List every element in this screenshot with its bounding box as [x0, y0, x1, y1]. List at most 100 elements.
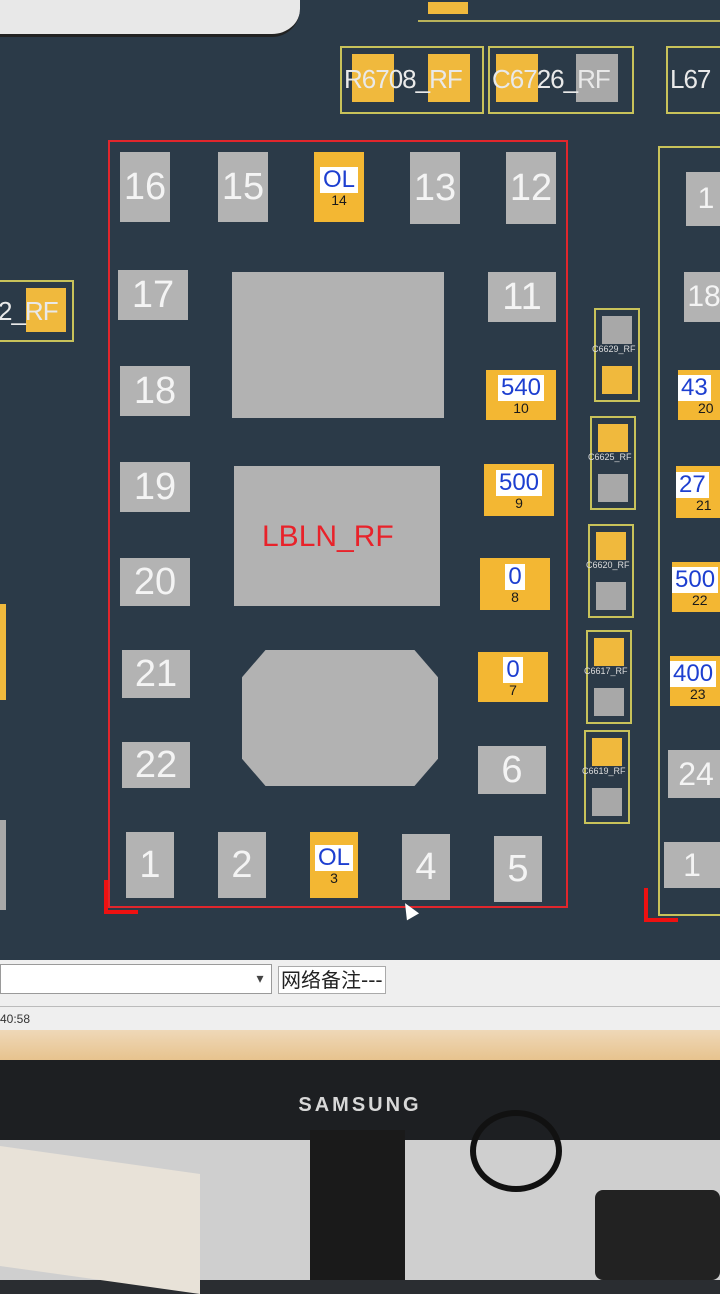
center-pad-top — [232, 272, 444, 418]
pad — [596, 532, 626, 560]
cable — [470, 1110, 562, 1192]
pcb-viewer-canvas[interactable]: R6708_RF C6726_RF L67 2_RF 16 15 OL 14 1… — [0, 0, 720, 1060]
pad — [352, 54, 394, 102]
component-r6708[interactable]: R6708_RF — [340, 46, 484, 114]
status-time: 40:58 — [0, 1012, 31, 1026]
pin-value: 500 — [672, 566, 719, 593]
ref-label: C6726_RF — [492, 64, 611, 94]
ref-label: C6625_RF — [588, 452, 632, 462]
ref-label: C6629_RF — [592, 344, 636, 354]
pin-value: 27 — [676, 471, 709, 498]
corner-marker — [104, 880, 138, 914]
pin-2[interactable]: 2 — [218, 832, 266, 898]
pad — [602, 366, 632, 394]
pin-3[interactable]: OL 3 — [310, 832, 358, 898]
ref-label: L67 — [670, 64, 711, 94]
ref-label: R6708_RF — [344, 64, 463, 94]
lbln-component-outline[interactable] — [108, 140, 568, 908]
pad — [594, 688, 624, 716]
pin-value: 43 — [678, 374, 711, 401]
pin-number: 7 — [509, 681, 517, 698]
net-select[interactable]: ▾ — [0, 964, 272, 994]
screen-bottom-glow — [0, 1030, 720, 1060]
component-l67[interactable]: L67 — [666, 46, 720, 114]
monitor-stand — [310, 1130, 405, 1280]
pin-value: 500 — [495, 469, 543, 496]
pad — [496, 54, 538, 102]
component-c6625[interactable]: C6625_RF — [588, 416, 636, 510]
pad — [0, 604, 6, 700]
pad — [428, 54, 470, 102]
pin-12[interactable]: 12 — [506, 152, 556, 224]
net-note-field[interactable]: 网络备注--- — [278, 966, 386, 994]
pad — [26, 288, 66, 332]
pad — [602, 316, 632, 344]
ref-label: 2_RF — [0, 296, 59, 326]
pin-18[interactable]: 18 — [120, 366, 190, 416]
desk-device — [595, 1190, 720, 1280]
pin-9[interactable]: 500 9 — [484, 464, 554, 516]
ref-label: C6620_RF — [586, 560, 630, 570]
component-right-partial[interactable] — [658, 146, 720, 916]
pin-number: 9 — [515, 494, 523, 511]
pin-number: 21 — [696, 496, 712, 513]
top-component-strip — [418, 0, 720, 22]
pin-20[interactable]: 20 — [120, 558, 190, 606]
pin-1[interactable]: 1 — [126, 832, 174, 898]
pin-16[interactable]: 16 — [120, 152, 170, 222]
chevron-down-icon[interactable]: ▾ — [256, 970, 264, 986]
pin-5[interactable]: 5 — [494, 836, 542, 902]
right-pin[interactable]: 1 — [686, 172, 720, 226]
right-pin[interactable]: 43 20 — [678, 370, 720, 420]
monitor-bezel — [0, 1060, 720, 1140]
component-c6617[interactable]: C6617_RF — [584, 630, 632, 724]
pin-17[interactable]: 17 — [118, 270, 188, 320]
pin-22[interactable]: 22 — [122, 742, 190, 788]
pin-value: 0 — [505, 563, 525, 590]
pin-13[interactable]: 13 — [410, 152, 460, 224]
center-pad-middle — [234, 466, 440, 606]
window-top-edge — [0, 0, 300, 37]
pad — [596, 582, 626, 610]
pin-number: 3 — [330, 869, 338, 886]
pin-7[interactable]: 0 7 — [478, 652, 548, 702]
right-pin[interactable]: 500 22 — [672, 562, 720, 612]
pin-4[interactable]: 4 — [402, 834, 450, 900]
pin-number: 23 — [690, 685, 706, 702]
pad — [428, 2, 468, 14]
pin-8[interactable]: 0 8 — [480, 558, 550, 610]
pin-value: 540 — [497, 374, 545, 401]
pin-value: OL — [319, 166, 358, 193]
pin-number: 14 — [331, 191, 347, 208]
pin-14[interactable]: OL 14 — [314, 152, 364, 222]
pin-6[interactable]: 6 — [478, 746, 546, 794]
pad — [576, 54, 618, 102]
component-left-partial[interactable]: 2_RF — [0, 280, 74, 342]
pin-number: 10 — [513, 399, 529, 416]
pin-10[interactable]: 540 10 — [486, 370, 556, 420]
component-c6629[interactable]: C6629_RF — [592, 308, 640, 402]
right-pin[interactable]: 27 21 — [676, 466, 720, 518]
pin-21[interactable]: 21 — [122, 650, 190, 698]
pin-11[interactable]: 11 — [488, 272, 556, 322]
right-pin[interactable]: 24 — [668, 750, 720, 798]
monitor-brand-logo: SAMSUNG — [298, 1094, 422, 1116]
pin-number: 22 — [692, 591, 708, 608]
pad — [592, 738, 622, 766]
pad — [592, 788, 622, 816]
pin-19[interactable]: 19 — [120, 462, 190, 512]
ref-label: C6617_RF — [584, 666, 628, 676]
pin-value: 0 — [503, 656, 523, 683]
pin-15[interactable]: 15 — [218, 152, 268, 222]
pad — [598, 424, 628, 452]
component-c6619[interactable]: C6619_RF — [582, 730, 630, 824]
pin-number: 20 — [698, 399, 714, 416]
pin-number: 8 — [511, 588, 519, 605]
corner-marker — [644, 888, 678, 922]
right-pin[interactable]: 18 — [684, 272, 720, 322]
component-c6620[interactable]: C6620_RF — [586, 524, 634, 618]
ref-label: C6619_RF — [582, 766, 626, 776]
right-pin[interactable]: 400 23 — [670, 656, 720, 706]
right-pin[interactable]: 1 — [664, 842, 720, 888]
component-c6726[interactable]: C6726_RF — [488, 46, 634, 114]
